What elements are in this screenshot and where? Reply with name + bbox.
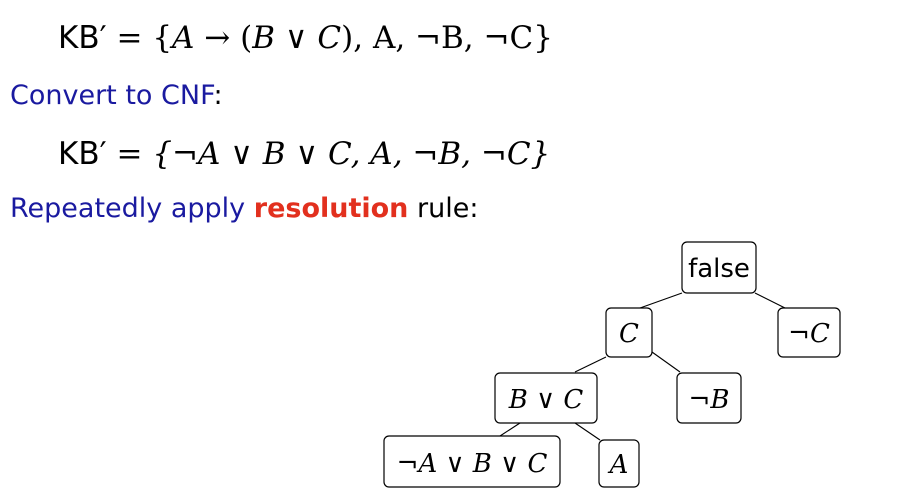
step-convert: Convert to CNF:: [10, 80, 223, 111]
node-not-c: ¬C: [777, 307, 841, 358]
kb-var-b: B: [252, 20, 275, 56]
node-a: A: [598, 439, 640, 488]
edge-borc-clause: [499, 422, 521, 437]
kb-arrow: → (: [194, 20, 253, 56]
node-c: C: [605, 307, 653, 358]
kb-rest: ), A, ¬B, ¬C}: [341, 20, 553, 56]
step-resolve: Repeatedly apply resolution rule:: [10, 193, 478, 224]
kb-eq: = {: [106, 20, 173, 56]
step-resolve-colon: :: [469, 193, 479, 224]
node-b-or-c: B ∨ C: [494, 372, 598, 424]
step-resolve-post: rule: [408, 193, 470, 224]
kb-var-c: C: [317, 20, 342, 56]
node-not-b-label: ¬B: [689, 385, 730, 415]
node-not-c-label: ¬C: [788, 319, 830, 349]
kb-cnf-label: KB′: [58, 136, 107, 172]
node-clause: ¬A ∨ B ∨ C: [383, 435, 561, 488]
kb-cnf-formula: KB′ = {¬A ∨ B ∨ C, A, ¬B, ¬C}: [58, 136, 550, 172]
edge-c-notb: [651, 351, 681, 373]
node-clause-label: ¬A ∨ B ∨ C: [397, 449, 548, 479]
step-resolve-pre: Repeatedly apply: [10, 193, 254, 224]
kb-cnf-body: = {¬A ∨ B ∨ C, A, ¬B, ¬C}: [106, 136, 551, 172]
resolution-keyword: resolution: [253, 193, 409, 224]
step-convert-colon: :: [213, 80, 223, 111]
kb-original-formula: KB′ = {A → (B ∨ C), A, ¬B, ¬C}: [58, 20, 553, 56]
edge-borc-a: [574, 422, 601, 441]
edge-c-borc: [574, 356, 607, 373]
step-convert-text: Convert to CNF: [10, 80, 214, 111]
node-false: false: [681, 241, 757, 294]
edge-false-notc: [754, 292, 786, 309]
kb-var-a: A: [172, 20, 195, 56]
node-false-label: false: [688, 254, 750, 284]
kb-label: KB′: [58, 20, 107, 56]
node-a-label: A: [608, 450, 629, 480]
node-not-b: ¬B: [676, 372, 742, 424]
node-b-or-c-label: B ∨ C: [508, 385, 584, 415]
node-c-label: C: [619, 319, 639, 349]
kb-or: ∨: [275, 20, 318, 56]
edge-false-c: [639, 292, 683, 309]
